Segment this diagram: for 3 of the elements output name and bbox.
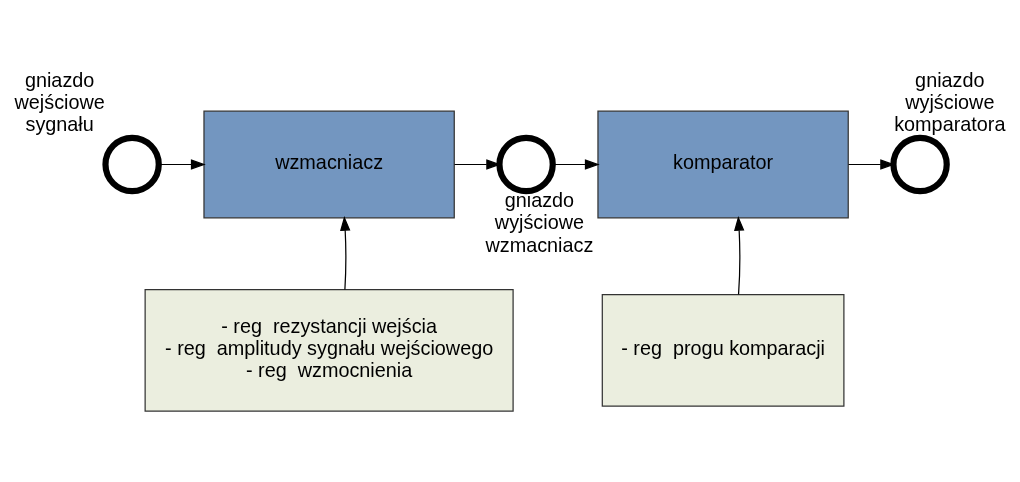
node-label: gniazdo wejściowe sygnału (14, 68, 105, 136)
node-label: gniazdo wyjściowe wzmacniacz (485, 188, 594, 256)
node-label: gniazdo wyjściowe komparatora (894, 68, 1006, 136)
